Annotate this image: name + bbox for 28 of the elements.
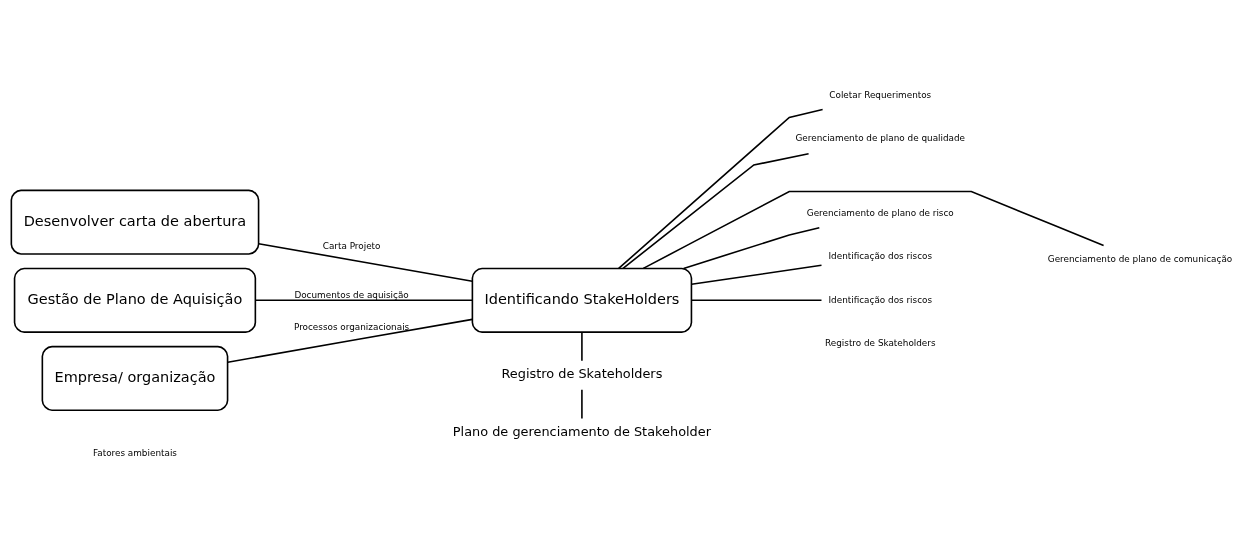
edge-label: Carta Projeto <box>322 240 381 251</box>
node-box: Empresa/ organização <box>41 345 229 411</box>
label: Fatores ambientais <box>92 447 177 458</box>
connector <box>642 190 1105 269</box>
connector <box>622 152 810 269</box>
connector <box>226 318 474 363</box>
node-text: Identificação dos riscos <box>828 250 933 261</box>
node-text: Gerenciamento de plano de qualidade <box>795 132 966 143</box>
node-text: Plano de gerenciamento de Stakeholder <box>452 423 711 439</box>
connector <box>581 388 583 419</box>
node-text: Gerenciamento de plano de risco <box>806 207 954 218</box>
node-text: Registro de Skateholders <box>501 365 663 381</box>
connector <box>690 298 823 301</box>
connector <box>581 331 583 361</box>
node-text: Gerenciamento de plano de comunicação <box>1047 253 1233 264</box>
connector <box>690 263 823 285</box>
node-text: Identificação dos riscos <box>828 294 933 305</box>
connector <box>254 298 474 301</box>
node-text: Coletar Requerimentos <box>829 89 932 100</box>
node-box: Gestão de Plano de Aquisição <box>13 267 257 333</box>
edge-label: Processos organizacionais <box>293 321 410 332</box>
connector <box>617 108 824 269</box>
label: Registro de Skateholders <box>825 337 936 348</box>
edge-label: Documentos de aquisição <box>294 289 409 300</box>
connector <box>257 242 474 282</box>
node-box: Desenvolver carta de abertura <box>10 189 260 255</box>
node-box: Identificando StakeHolders <box>471 267 693 333</box>
connector <box>682 226 821 269</box>
